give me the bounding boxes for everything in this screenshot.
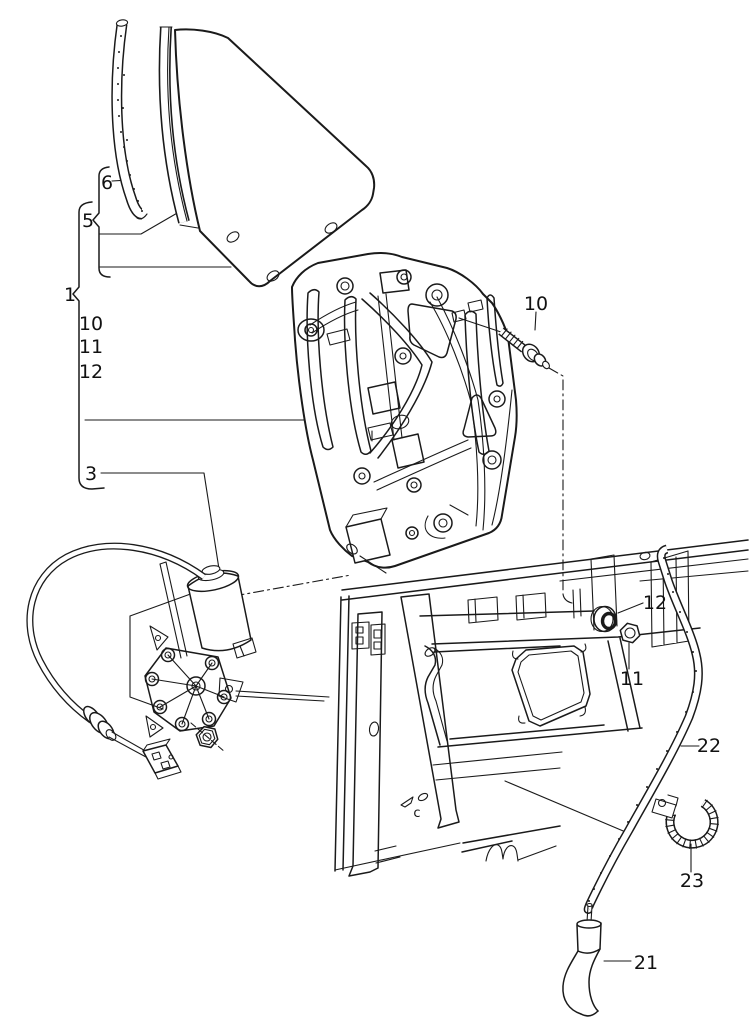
channel-clip — [370, 623, 386, 656]
callout-10: 10 — [524, 293, 548, 315]
screw-leader — [458, 317, 502, 333]
nut — [619, 622, 641, 644]
lock-pillar-box — [650, 550, 690, 648]
callout-12: 12 — [643, 592, 667, 614]
plate-fasteners — [297, 269, 506, 540]
plate-bottom-bracket — [345, 507, 391, 574]
inner-seal-strip — [111, 19, 148, 220]
callout-23: 23 — [680, 870, 704, 892]
glass-hole — [266, 270, 280, 282]
callout-5: 5 — [82, 210, 94, 232]
taper-bar — [400, 593, 460, 829]
axis-to-door — [233, 574, 352, 597]
door-crease — [504, 780, 629, 834]
opening-left — [424, 645, 441, 746]
strip-end — [136, 213, 148, 220]
strip-dots — [117, 35, 143, 212]
hex-bolt — [190, 722, 226, 753]
channel-clip — [351, 621, 370, 650]
octagon-hole — [511, 645, 591, 727]
door-crease — [432, 751, 563, 781]
opening-right — [607, 637, 641, 732]
callout-22: 22 — [697, 735, 721, 757]
bracket-1 — [72, 201, 105, 490]
direction-arrow — [400, 796, 414, 808]
c-mark: c — [413, 806, 420, 821]
callout-labels: 6 5 1 10 11 12 3 10 12 11 22 23 21 c — [64, 172, 721, 974]
motor-cable — [26, 542, 207, 780]
plate-cutout — [462, 394, 497, 438]
callout-12-list: 12 — [79, 361, 103, 383]
callout-10-list: 10 — [79, 313, 103, 335]
opening-bottom — [437, 724, 643, 748]
door-bottom-corner — [334, 842, 461, 871]
sealing-strip-22 — [583, 544, 703, 914]
callout-11-list: 11 — [79, 336, 103, 358]
glass-hole — [226, 231, 240, 243]
callout-21: 21 — [634, 952, 658, 974]
rail-clip — [467, 596, 499, 624]
callout-brackets — [72, 166, 326, 570]
sill-line — [341, 539, 749, 591]
plate-square-hole — [367, 381, 401, 415]
hinge-pillar — [334, 595, 350, 872]
assembly-axis — [548, 367, 564, 595]
glass-hole — [324, 222, 338, 234]
door-lower-edge — [461, 825, 561, 853]
regulator-plate — [291, 252, 518, 574]
leader-12 — [617, 602, 644, 614]
octagon-clips — [512, 643, 587, 724]
door-frame — [334, 539, 749, 877]
callout-11: 11 — [620, 668, 644, 690]
leader-3 — [100, 472, 220, 570]
window-motor-assembly — [26, 542, 352, 780]
clamp-buckle — [651, 798, 677, 819]
callout-6: 6 — [101, 172, 113, 194]
gear-pointer-lines — [235, 690, 330, 702]
clamp-23 — [651, 794, 719, 873]
grommet-and-nut — [590, 602, 644, 670]
motor-cylinder — [186, 565, 257, 659]
window-run-channel — [158, 26, 199, 229]
drain-hose-21 — [562, 902, 632, 1017]
gear-housing — [144, 625, 244, 738]
plate-rolled-edge — [491, 389, 513, 526]
door-notch — [485, 844, 557, 862]
callout-3: 3 — [85, 463, 97, 485]
drive-tube — [159, 561, 188, 659]
vent-window-glass — [174, 28, 376, 288]
opening-top — [419, 610, 595, 617]
channel-bar — [348, 611, 383, 877]
bracket-5 — [92, 166, 111, 278]
screw-threads — [500, 328, 524, 349]
screw-10 — [458, 311, 573, 604]
plate-square-hole — [391, 433, 425, 469]
opening-beam — [431, 627, 701, 653]
rail-clip — [515, 592, 547, 621]
leader-5a — [98, 211, 180, 235]
connector-plug — [142, 744, 179, 774]
plate-square-hole — [379, 269, 410, 294]
callout-1: 1 — [64, 284, 76, 306]
strip-22-dots — [588, 557, 697, 902]
sill-line — [341, 549, 749, 601]
clamp-teeth — [665, 799, 719, 849]
label-tick — [534, 311, 537, 331]
plate-cutout — [407, 303, 457, 359]
